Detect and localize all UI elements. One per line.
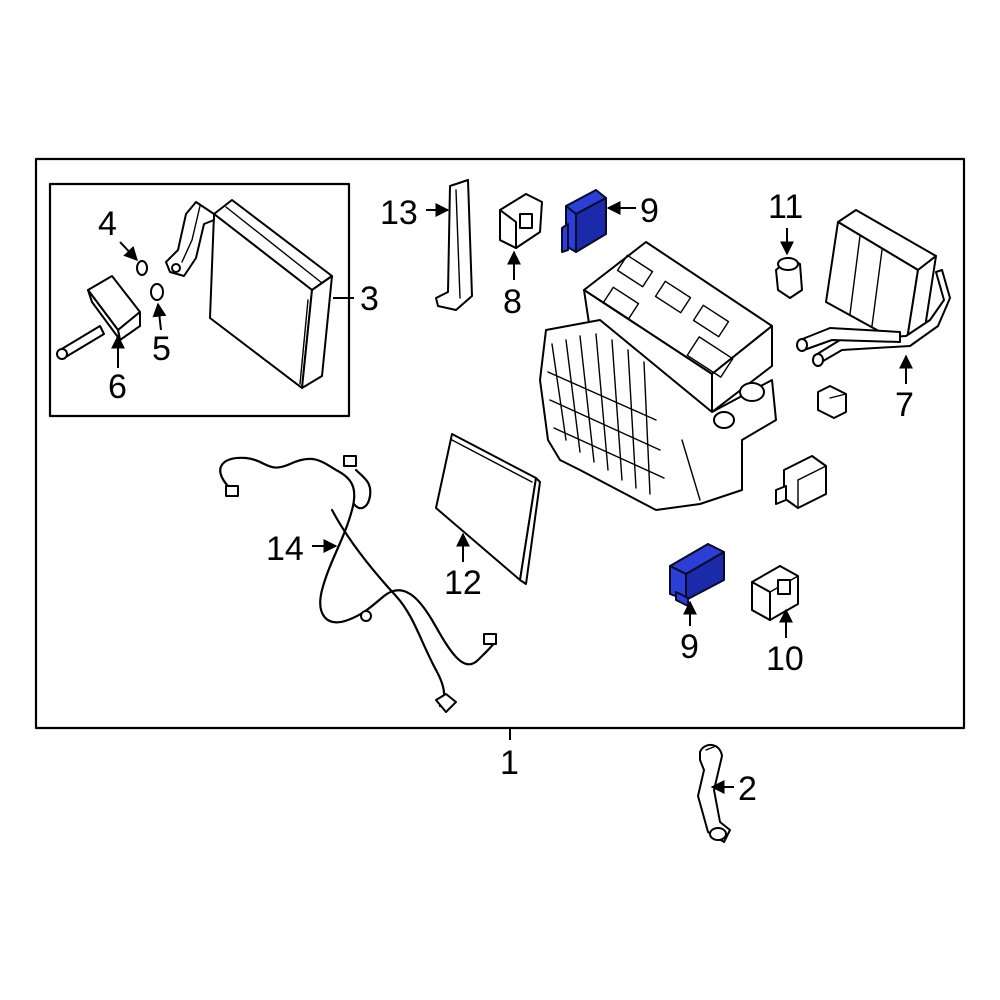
part-7-heater-core[interactable] bbox=[796, 209, 951, 367]
part-14-wiring-harness[interactable] bbox=[219, 455, 497, 713]
part-6-expansion-valve[interactable] bbox=[56, 275, 141, 360]
callout-10: 10 bbox=[766, 640, 804, 678]
leader-4 bbox=[119, 241, 138, 262]
part-9-control-module-top[interactable] bbox=[561, 189, 607, 253]
callout-4: 4 bbox=[98, 205, 117, 243]
part-5-o-ring[interactable] bbox=[150, 283, 164, 301]
callout-9-bottom: 9 bbox=[680, 628, 699, 666]
part-2-drain-hose[interactable] bbox=[697, 744, 731, 843]
callout-14: 14 bbox=[266, 530, 304, 568]
part-4-o-ring[interactable] bbox=[136, 260, 148, 276]
callout-12: 12 bbox=[444, 564, 482, 602]
callout-7: 7 bbox=[895, 386, 914, 424]
callout-13: 13 bbox=[380, 194, 418, 232]
callout-8: 8 bbox=[503, 283, 522, 321]
part-11-sensor[interactable] bbox=[775, 257, 803, 299]
part-8-actuator[interactable] bbox=[499, 193, 543, 249]
callout-1: 1 bbox=[500, 744, 519, 782]
part-9-control-module-bottom[interactable] bbox=[669, 543, 725, 607]
part-13-duct[interactable] bbox=[435, 179, 473, 311]
part-12-cabin-filter[interactable] bbox=[435, 433, 541, 585]
assembly-frame bbox=[34, 157, 966, 730]
callout-9-top: 9 bbox=[640, 192, 659, 230]
part-1-hvac-case[interactable] bbox=[539, 241, 777, 511]
callout-5: 5 bbox=[152, 330, 171, 368]
small-clip[interactable] bbox=[817, 385, 847, 419]
callout-2: 2 bbox=[738, 770, 757, 808]
callout-11: 11 bbox=[768, 188, 803, 226]
callout-3: 3 bbox=[360, 280, 379, 318]
damper-actuator[interactable] bbox=[775, 455, 827, 509]
part-3-evaporator-core[interactable] bbox=[165, 199, 333, 389]
callout-6: 6 bbox=[108, 368, 127, 406]
leader-5 bbox=[152, 302, 167, 331]
part-10-resistor[interactable] bbox=[751, 565, 799, 621]
evaporator-subassembly-frame bbox=[48, 182, 351, 418]
